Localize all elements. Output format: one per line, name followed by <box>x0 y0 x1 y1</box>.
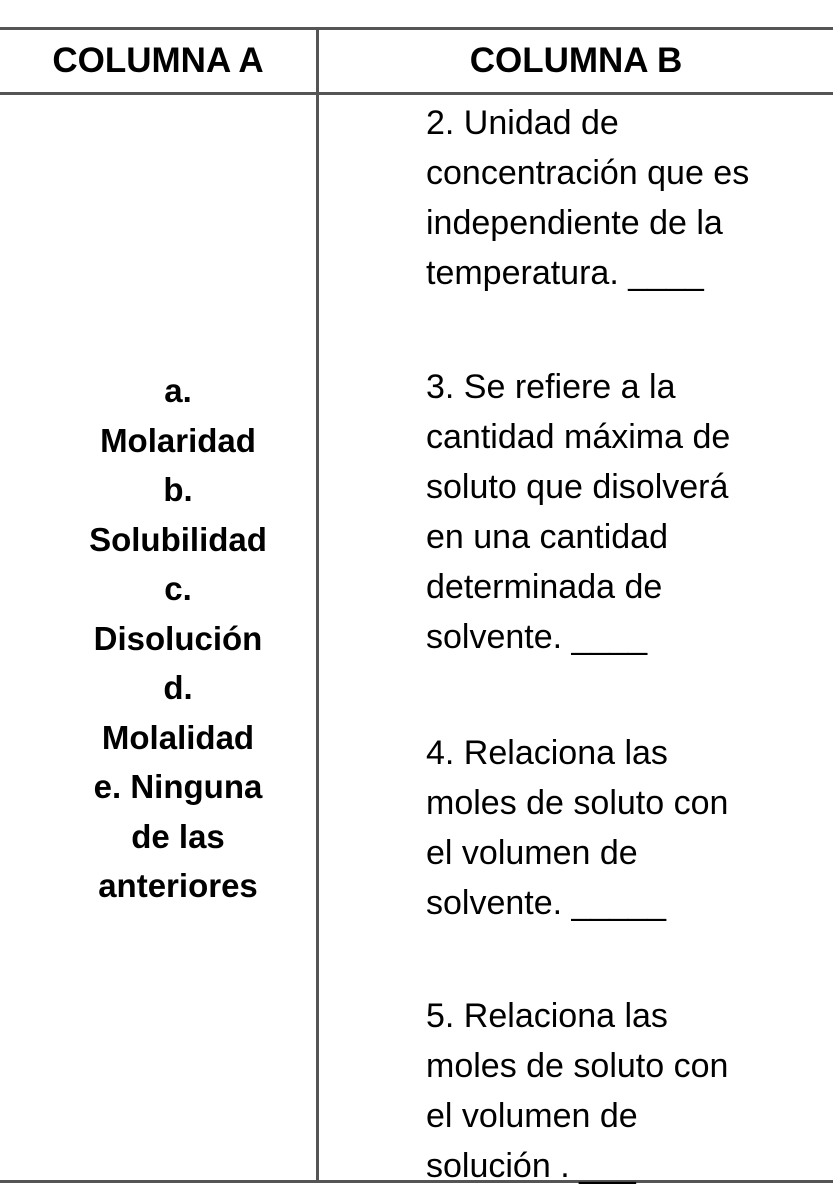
column-divider <box>316 27 319 1183</box>
option-a-letter: a. <box>164 372 192 409</box>
option-c-text: Disolución <box>93 619 263 657</box>
question-5: 5. Relaciona las moles de soluto con el … <box>426 997 729 1185</box>
question-3: 3. Se refiere a la cantidad máxima de so… <box>426 368 731 656</box>
option-b-text: Solubilidad <box>89 520 267 558</box>
option-e-line-2: de las <box>131 817 225 855</box>
column-b-header: COLUMNA B <box>469 41 683 80</box>
option-b-letter: b. <box>163 471 193 508</box>
question-4: 4. Relaciona las moles de soluto con el … <box>426 734 729 922</box>
option-a-text: Molaridad <box>100 421 256 459</box>
table-bottom-border <box>0 1180 833 1183</box>
column-a-header: COLUMNA A <box>52 41 264 80</box>
option-e-line-1: e. Ninguna <box>93 768 263 805</box>
question-2: 2. Unidad de concentración que es indepe… <box>426 104 750 292</box>
option-d-text: Molalidad <box>101 718 255 756</box>
column-a-options: a. Molaridad b. Solubilidad c. Disolució… <box>20 366 336 911</box>
header-bottom-border <box>0 92 833 95</box>
table-top-border <box>0 27 833 30</box>
option-c-letter: c. <box>164 570 192 607</box>
option-d-letter: d. <box>163 669 193 706</box>
option-e-line-3: anteriores <box>98 867 258 904</box>
